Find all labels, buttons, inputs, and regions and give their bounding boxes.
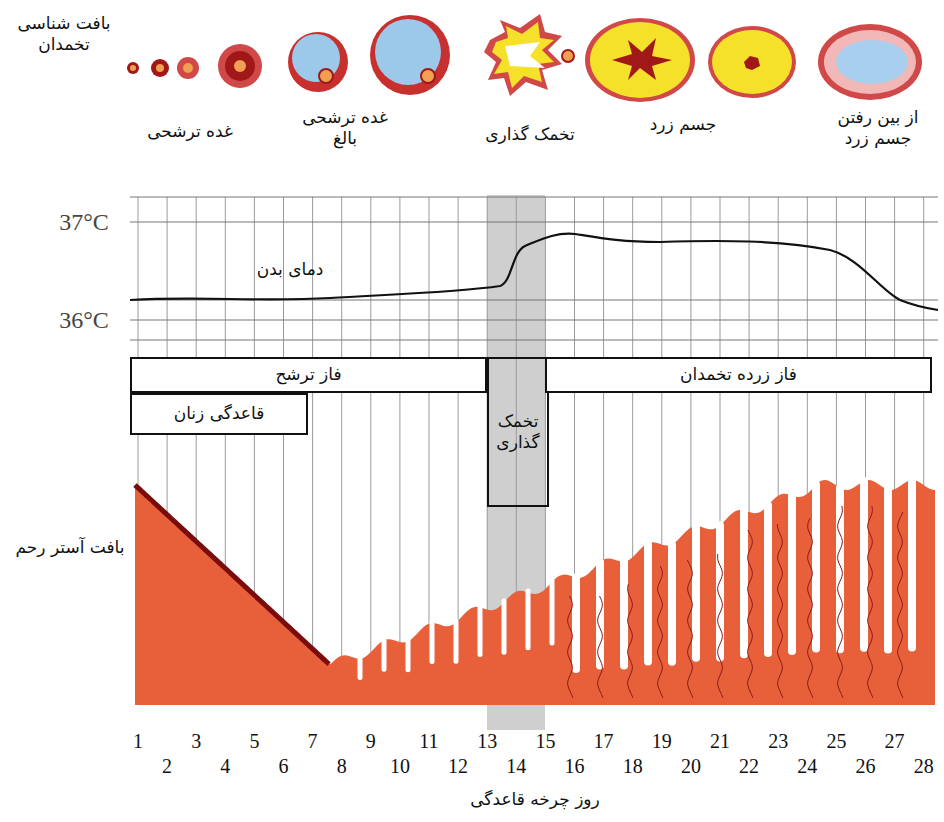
- day-number: 11: [412, 729, 446, 754]
- day-number: 9: [354, 729, 388, 754]
- day-number: 27: [878, 729, 912, 754]
- day-number: 17: [587, 729, 621, 754]
- day-number: 14: [499, 754, 533, 779]
- stage-label: غده ترشحی بالغ: [290, 107, 400, 150]
- day-number: 13: [470, 729, 504, 754]
- stage-label: از بین رفتن جسم زرد: [818, 107, 938, 150]
- day-number: 26: [849, 754, 883, 779]
- day-number: 12: [441, 754, 475, 779]
- band-text: تخمک گذاری: [489, 409, 547, 456]
- day-number: 10: [383, 754, 417, 779]
- curve-label: دمای بدن: [230, 259, 350, 280]
- temperature-tick: 36°C: [39, 305, 129, 335]
- day-number: 15: [528, 729, 562, 754]
- day-number: 25: [819, 729, 853, 754]
- day-number: 5: [237, 729, 271, 754]
- day-number: 7: [296, 729, 330, 754]
- day-number: 24: [790, 754, 824, 779]
- day-number: 3: [179, 729, 213, 754]
- stage-label: جسم زرد: [643, 114, 723, 135]
- menses-band: قاعدگی زنان: [130, 393, 308, 435]
- band-text: فاز زرده تخمدان: [676, 362, 801, 387]
- day-number: 19: [645, 729, 679, 754]
- temperature-grid: [130, 197, 938, 340]
- band-text: فاز ترشح: [271, 362, 345, 387]
- phase-band: فاز ترشح: [130, 357, 487, 393]
- day-number: 28: [907, 754, 941, 779]
- axis-title: روز چرخه قاعدگی: [385, 789, 685, 810]
- day-number: 16: [558, 754, 592, 779]
- day-number: 20: [674, 754, 708, 779]
- day-number: 22: [732, 754, 766, 779]
- day-number: 6: [267, 754, 301, 779]
- day-number: 23: [761, 729, 795, 754]
- tissue-label: بافت آستر رحم: [15, 537, 125, 558]
- day-number: 2: [150, 754, 184, 779]
- stage-label: غده ترشحی: [120, 121, 260, 142]
- phase-band: فاز زرده تخمدان: [545, 357, 932, 393]
- ovulation-band: تخمک گذاری: [487, 357, 549, 507]
- temperature-curve: [130, 234, 938, 310]
- endometrium: [135, 476, 935, 705]
- row-heading: بافت شناسی تخمدان: [4, 13, 124, 56]
- day-number: 21: [703, 729, 737, 754]
- ovary-follicles: [127, 14, 922, 102]
- band-text: قاعدگی زنان: [170, 401, 269, 426]
- day-number: 8: [325, 754, 359, 779]
- day-number: 4: [208, 754, 242, 779]
- temperature-tick: 37°C: [39, 207, 129, 237]
- day-number: 1: [121, 729, 155, 754]
- stage-label: تخمک گذاری: [465, 124, 595, 145]
- day-number: 18: [616, 754, 650, 779]
